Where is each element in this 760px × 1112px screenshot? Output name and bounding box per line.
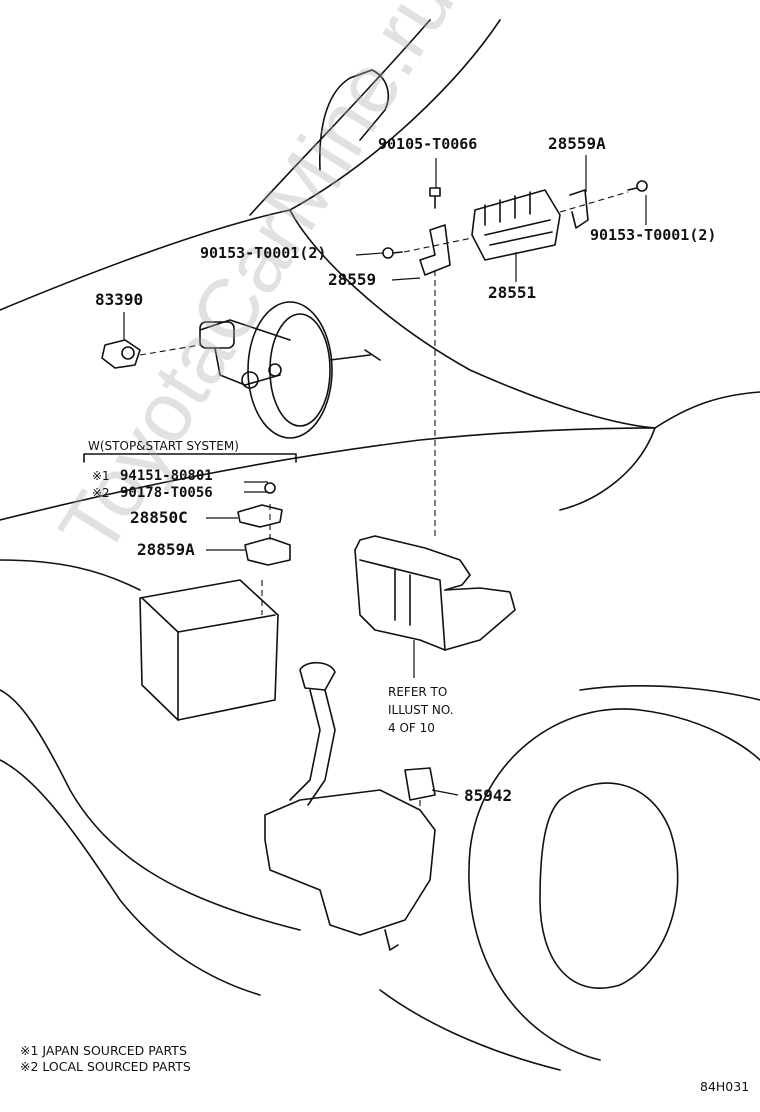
label-28559a: 28559A bbox=[548, 134, 606, 153]
tire bbox=[468, 708, 760, 1061]
assembly-dashed-lines bbox=[139, 191, 629, 810]
refer-line-2: ILLUST NO. bbox=[388, 703, 454, 717]
mark-2: ※2 bbox=[92, 486, 110, 500]
label-90153-t0001-left: 90153-T0001(2) bbox=[200, 244, 327, 262]
junction-box bbox=[354, 535, 516, 651]
refer-line-1: REFER TO bbox=[388, 685, 448, 699]
label-28559: 28559 bbox=[328, 270, 377, 289]
label-90178-t0056: 90178-T0056 bbox=[120, 485, 213, 501]
label-85942: 85942 bbox=[464, 786, 513, 805]
bracket-28559a bbox=[569, 189, 589, 229]
bracket-28559 bbox=[419, 224, 451, 276]
relay-85942 bbox=[404, 767, 436, 801]
leader-lines bbox=[123, 155, 647, 796]
washer-tank bbox=[264, 661, 436, 951]
battery bbox=[139, 579, 279, 721]
footnote-japan: ※1 JAPAN SOURCED PARTS bbox=[20, 1043, 187, 1058]
bolts bbox=[382, 180, 648, 259]
sensor-83390 bbox=[101, 339, 141, 369]
label-83390: 83390 bbox=[95, 290, 144, 309]
vehicle-body-outline bbox=[0, 19, 760, 1071]
relay-block bbox=[471, 189, 561, 261]
sensor-28850c bbox=[237, 482, 283, 528]
bracket-28859a bbox=[244, 537, 291, 566]
label-94151-80801: 94151-80801 bbox=[120, 468, 213, 484]
refer-line-3: 4 OF 10 bbox=[388, 721, 435, 735]
label-90105-t0066: 90105-T0066 bbox=[378, 135, 478, 153]
stop-start-bracket bbox=[83, 453, 297, 463]
label-90153-t0001-right: 90153-T0001(2) bbox=[590, 226, 717, 244]
label-28859a: 28859A bbox=[137, 540, 195, 559]
figure-code: 84H031 bbox=[700, 1079, 750, 1094]
label-28850c: 28850C bbox=[130, 508, 188, 527]
brake-booster bbox=[199, 301, 381, 439]
mark-1: ※1 bbox=[92, 469, 110, 483]
label-28551: 28551 bbox=[488, 283, 537, 302]
footnote-local: ※2 LOCAL SOURCED PARTS bbox=[20, 1059, 191, 1074]
stop-start-header: W(STOP&START SYSTEM) bbox=[88, 439, 239, 453]
